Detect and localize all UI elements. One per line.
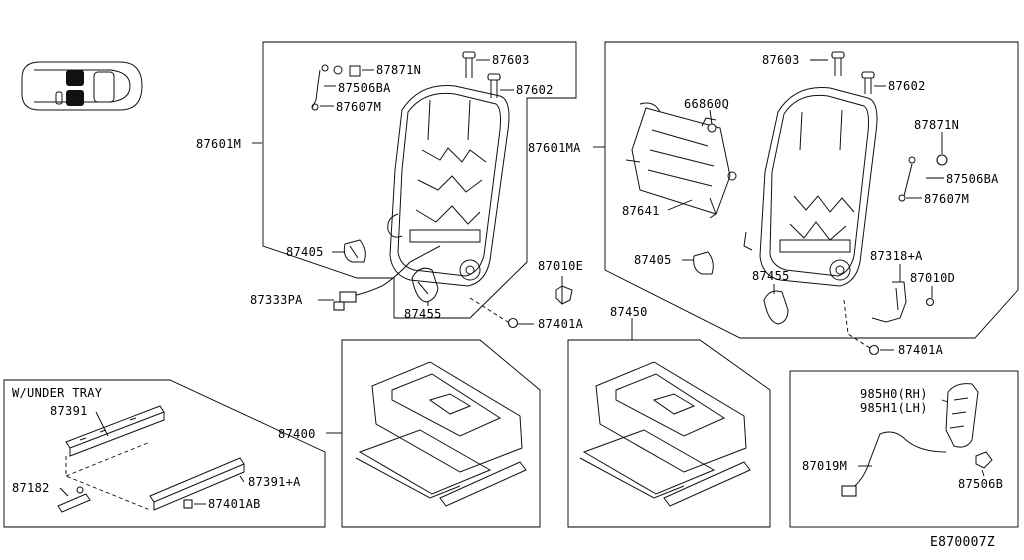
clip-87405-left: [343, 239, 366, 263]
label-87333PA: 87333PA: [250, 293, 303, 307]
label-87405-right: 87405: [634, 253, 672, 267]
label-87602-right: 87602: [888, 79, 926, 93]
label-87506BA-left: 87506BA: [338, 81, 391, 95]
bracket-87318A: [871, 281, 907, 323]
label-87405-left: 87405: [286, 245, 324, 259]
harness-87333PA: [333, 245, 441, 311]
trim-87455-left: [411, 267, 439, 303]
bolt-87401A-right: [843, 299, 880, 356]
seat-back-frame-right: [743, 87, 878, 287]
label-87455-left: 87455: [404, 307, 442, 321]
headrest-guide-parts-right: [831, 51, 948, 202]
label-87506B: 87506B: [958, 477, 1003, 491]
label-87871N-left: 87871N: [376, 63, 421, 77]
label-87506BA-right: 87506BA: [946, 172, 999, 186]
fastener-66860Q: [707, 123, 717, 133]
panel-cushion-frame-87450: [567, 339, 771, 528]
bolt-87010D: [925, 297, 935, 307]
rail-87391A: [149, 457, 245, 511]
label-87603-left: 87603: [492, 53, 530, 67]
panel-cushion-frame-87400: [341, 339, 541, 528]
cushion-frame-87450: [579, 361, 751, 507]
headrest-guide-parts-left: [311, 51, 501, 111]
label-87318A: 87318+A: [870, 249, 923, 263]
label-87601MA: 87601MA: [528, 141, 581, 155]
seat-back-frame-left: [387, 85, 510, 287]
label-under-tray: W/UNDER TRAY: [12, 386, 103, 400]
bolt-87401A-left: [469, 297, 519, 329]
leader-lines: [59, 59, 985, 505]
panel-left-frame-boundary: [262, 41, 577, 319]
part-labels: 87871N 87506BA 87607M 87603 87602 87601M…: [12, 53, 1003, 550]
under-tray-dashed-outline: [65, 441, 151, 511]
label-87641: 87641: [622, 204, 660, 218]
label-87871N-right: 87871N: [914, 118, 959, 132]
lumbar-support-87641: [625, 102, 737, 219]
side-airbag-985H0-985H1: [945, 383, 979, 448]
label-87391: 87391: [50, 404, 88, 418]
label-87607M-right: 87607M: [924, 192, 969, 206]
label-87455-right: 87455: [752, 269, 790, 283]
panel-right-frame-boundary: [604, 41, 1019, 339]
label-87010D: 87010D: [910, 271, 955, 285]
label-87607M-left: 87607M: [336, 100, 381, 114]
label-66860Q: 66860Q: [684, 97, 729, 111]
label-87010E: 87010E: [538, 259, 583, 273]
harness-87019M: [841, 431, 947, 497]
label-87450: 87450: [610, 305, 648, 319]
label-87400: 87400: [278, 427, 316, 441]
clip-87405-right: [693, 251, 714, 275]
trim-87455-right: [763, 290, 789, 325]
label-87182: 87182: [12, 481, 50, 495]
label-87602-left: 87602: [516, 83, 554, 97]
label-87401A-left: 87401A: [538, 317, 584, 331]
label-87019M: 87019M: [802, 459, 847, 473]
bolt-87506B: [975, 451, 993, 469]
panel-under-tray-boundary: [3, 379, 326, 528]
bolt-87401AB: [183, 499, 193, 509]
bracket-87182: [57, 486, 91, 513]
label-985H0: 985H0(RH): [860, 387, 928, 401]
diagram-code: E870007Z: [930, 535, 995, 550]
car-locator-icon: [21, 61, 143, 111]
cushion-frame-87400: [355, 361, 527, 507]
label-87603-right: 87603: [762, 53, 800, 67]
label-87601M: 87601M: [196, 137, 241, 151]
clip-87010E: [555, 285, 573, 305]
label-87401AB: 87401AB: [208, 497, 261, 511]
panel-side-airbag-boundary: [789, 370, 1019, 528]
label-87391A: 87391+A: [248, 475, 301, 489]
label-87401A-right: 87401A: [898, 343, 944, 357]
label-985H1: 985H1(LH): [860, 401, 928, 415]
